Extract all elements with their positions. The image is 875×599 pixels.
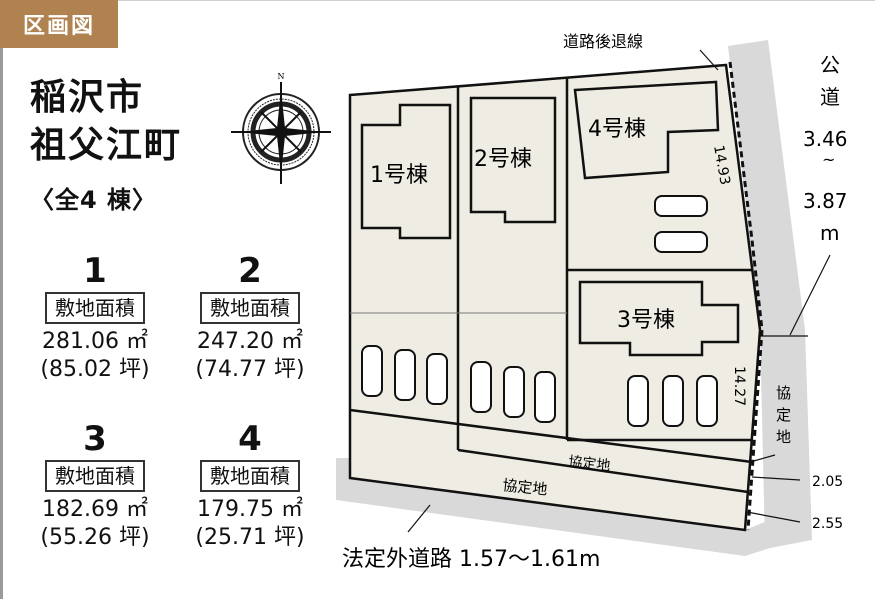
lot4-frontage-dim: 14.93 <box>710 144 733 186</box>
city-name: 稲沢市 <box>30 77 145 118</box>
svg-text:協: 協 <box>776 384 791 402</box>
public-road-width-min: 3.46 <box>803 127 848 151</box>
public-road-label-1: 公 <box>820 53 840 77</box>
left-border <box>0 0 3 599</box>
public-road <box>728 40 812 545</box>
non-statutory-road-label: 法定外道路 1.57～1.61m <box>342 547 600 572</box>
building-2 <box>469 96 557 224</box>
location-title: 稲沢市 祖父江町 <box>30 74 182 170</box>
lot-4-info: 4 敷地面積 179.75 ㎡ (25.71 坪) <box>175 420 325 552</box>
site-area-sqm: 179.75 ㎡ <box>197 497 303 522</box>
lot3-frontage-dim: 14.27 <box>731 366 747 406</box>
setback-line <box>728 61 764 531</box>
site-area <box>348 63 762 532</box>
public-road-label-2: 道 <box>820 85 840 109</box>
building-count: 〈全4 棟〉 <box>30 186 158 214</box>
building-1-label: 1号棟 <box>370 163 428 188</box>
site-area-tsubo: (74.77 坪) <box>195 357 305 382</box>
building-4-label: 4号棟 <box>588 117 646 142</box>
site-area-tsubo: (55.26 坪) <box>40 525 150 550</box>
agreement-land-label-1: 協定地 <box>568 454 611 474</box>
lot-2-info: 2 敷地面積 247.20 ㎡ (74.77 坪) <box>175 252 325 384</box>
lot-1-info: 1 敷地面積 281.06 ㎡ (85.02 坪) <box>20 252 170 384</box>
setback-line-label: 道路後退線 <box>563 32 643 51</box>
public-road-tilde: ~ <box>822 150 835 169</box>
site-area-label: 敷地面積 <box>200 460 300 492</box>
setback-dim-1: 2.05 <box>812 474 843 490</box>
site-area-tsubo: (25.71 坪) <box>195 525 305 550</box>
north-label: N <box>278 72 285 81</box>
site-area-label: 敷地面積 <box>45 460 145 492</box>
site-area-tsubo: (85.02 坪) <box>40 357 150 382</box>
svg-text:定: 定 <box>776 406 791 424</box>
building-3 <box>578 280 740 357</box>
public-road-unit: m <box>820 221 839 245</box>
lot-number: 4 <box>238 419 262 459</box>
town-name: 祖父江町 <box>30 125 183 166</box>
site-area-label: 敷地面積 <box>200 292 300 324</box>
svg-text:地: 地 <box>776 428 791 446</box>
building-4 <box>573 80 720 180</box>
lot-3-info: 3 敷地面積 182.69 ㎡ (55.26 坪) <box>20 420 170 552</box>
building-3-label: 3号棟 <box>617 308 675 333</box>
parking-cars <box>361 195 718 427</box>
site-area-sqm: 281.06 ㎡ <box>42 329 148 354</box>
section-badge: 区画図 <box>0 0 118 48</box>
lot-number: 3 <box>83 419 107 459</box>
agreement-land-label-3: 協 定 地 <box>776 384 791 446</box>
non-statutory-road <box>336 458 812 556</box>
building-1 <box>360 103 452 240</box>
building-2-label: 2号棟 <box>474 147 532 172</box>
lot-number: 2 <box>238 251 262 291</box>
setback-dim-2: 2.55 <box>812 516 843 532</box>
compass-icon: N <box>231 72 331 184</box>
site-area-sqm: 182.69 ㎡ <box>42 497 148 522</box>
lot-number: 1 <box>83 251 107 291</box>
agreement-land-label-2: 協定地 <box>502 476 549 499</box>
site-area-label: 敷地面積 <box>45 292 145 324</box>
top-border <box>0 0 875 1</box>
public-road-width-max: 3.87 <box>803 189 848 213</box>
site-area-sqm: 247.20 ㎡ <box>197 329 303 354</box>
